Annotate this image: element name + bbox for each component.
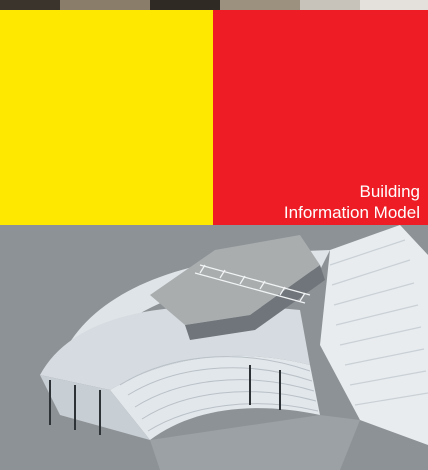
caption: Building Information Model: [284, 181, 420, 223]
stadium-render-image: [0, 225, 428, 470]
caption-line-1: Building: [359, 182, 421, 201]
caption-line-2: Information Model: [283, 203, 420, 222]
yellow-block: [0, 10, 213, 225]
red-block: Building Information Model: [213, 10, 428, 225]
